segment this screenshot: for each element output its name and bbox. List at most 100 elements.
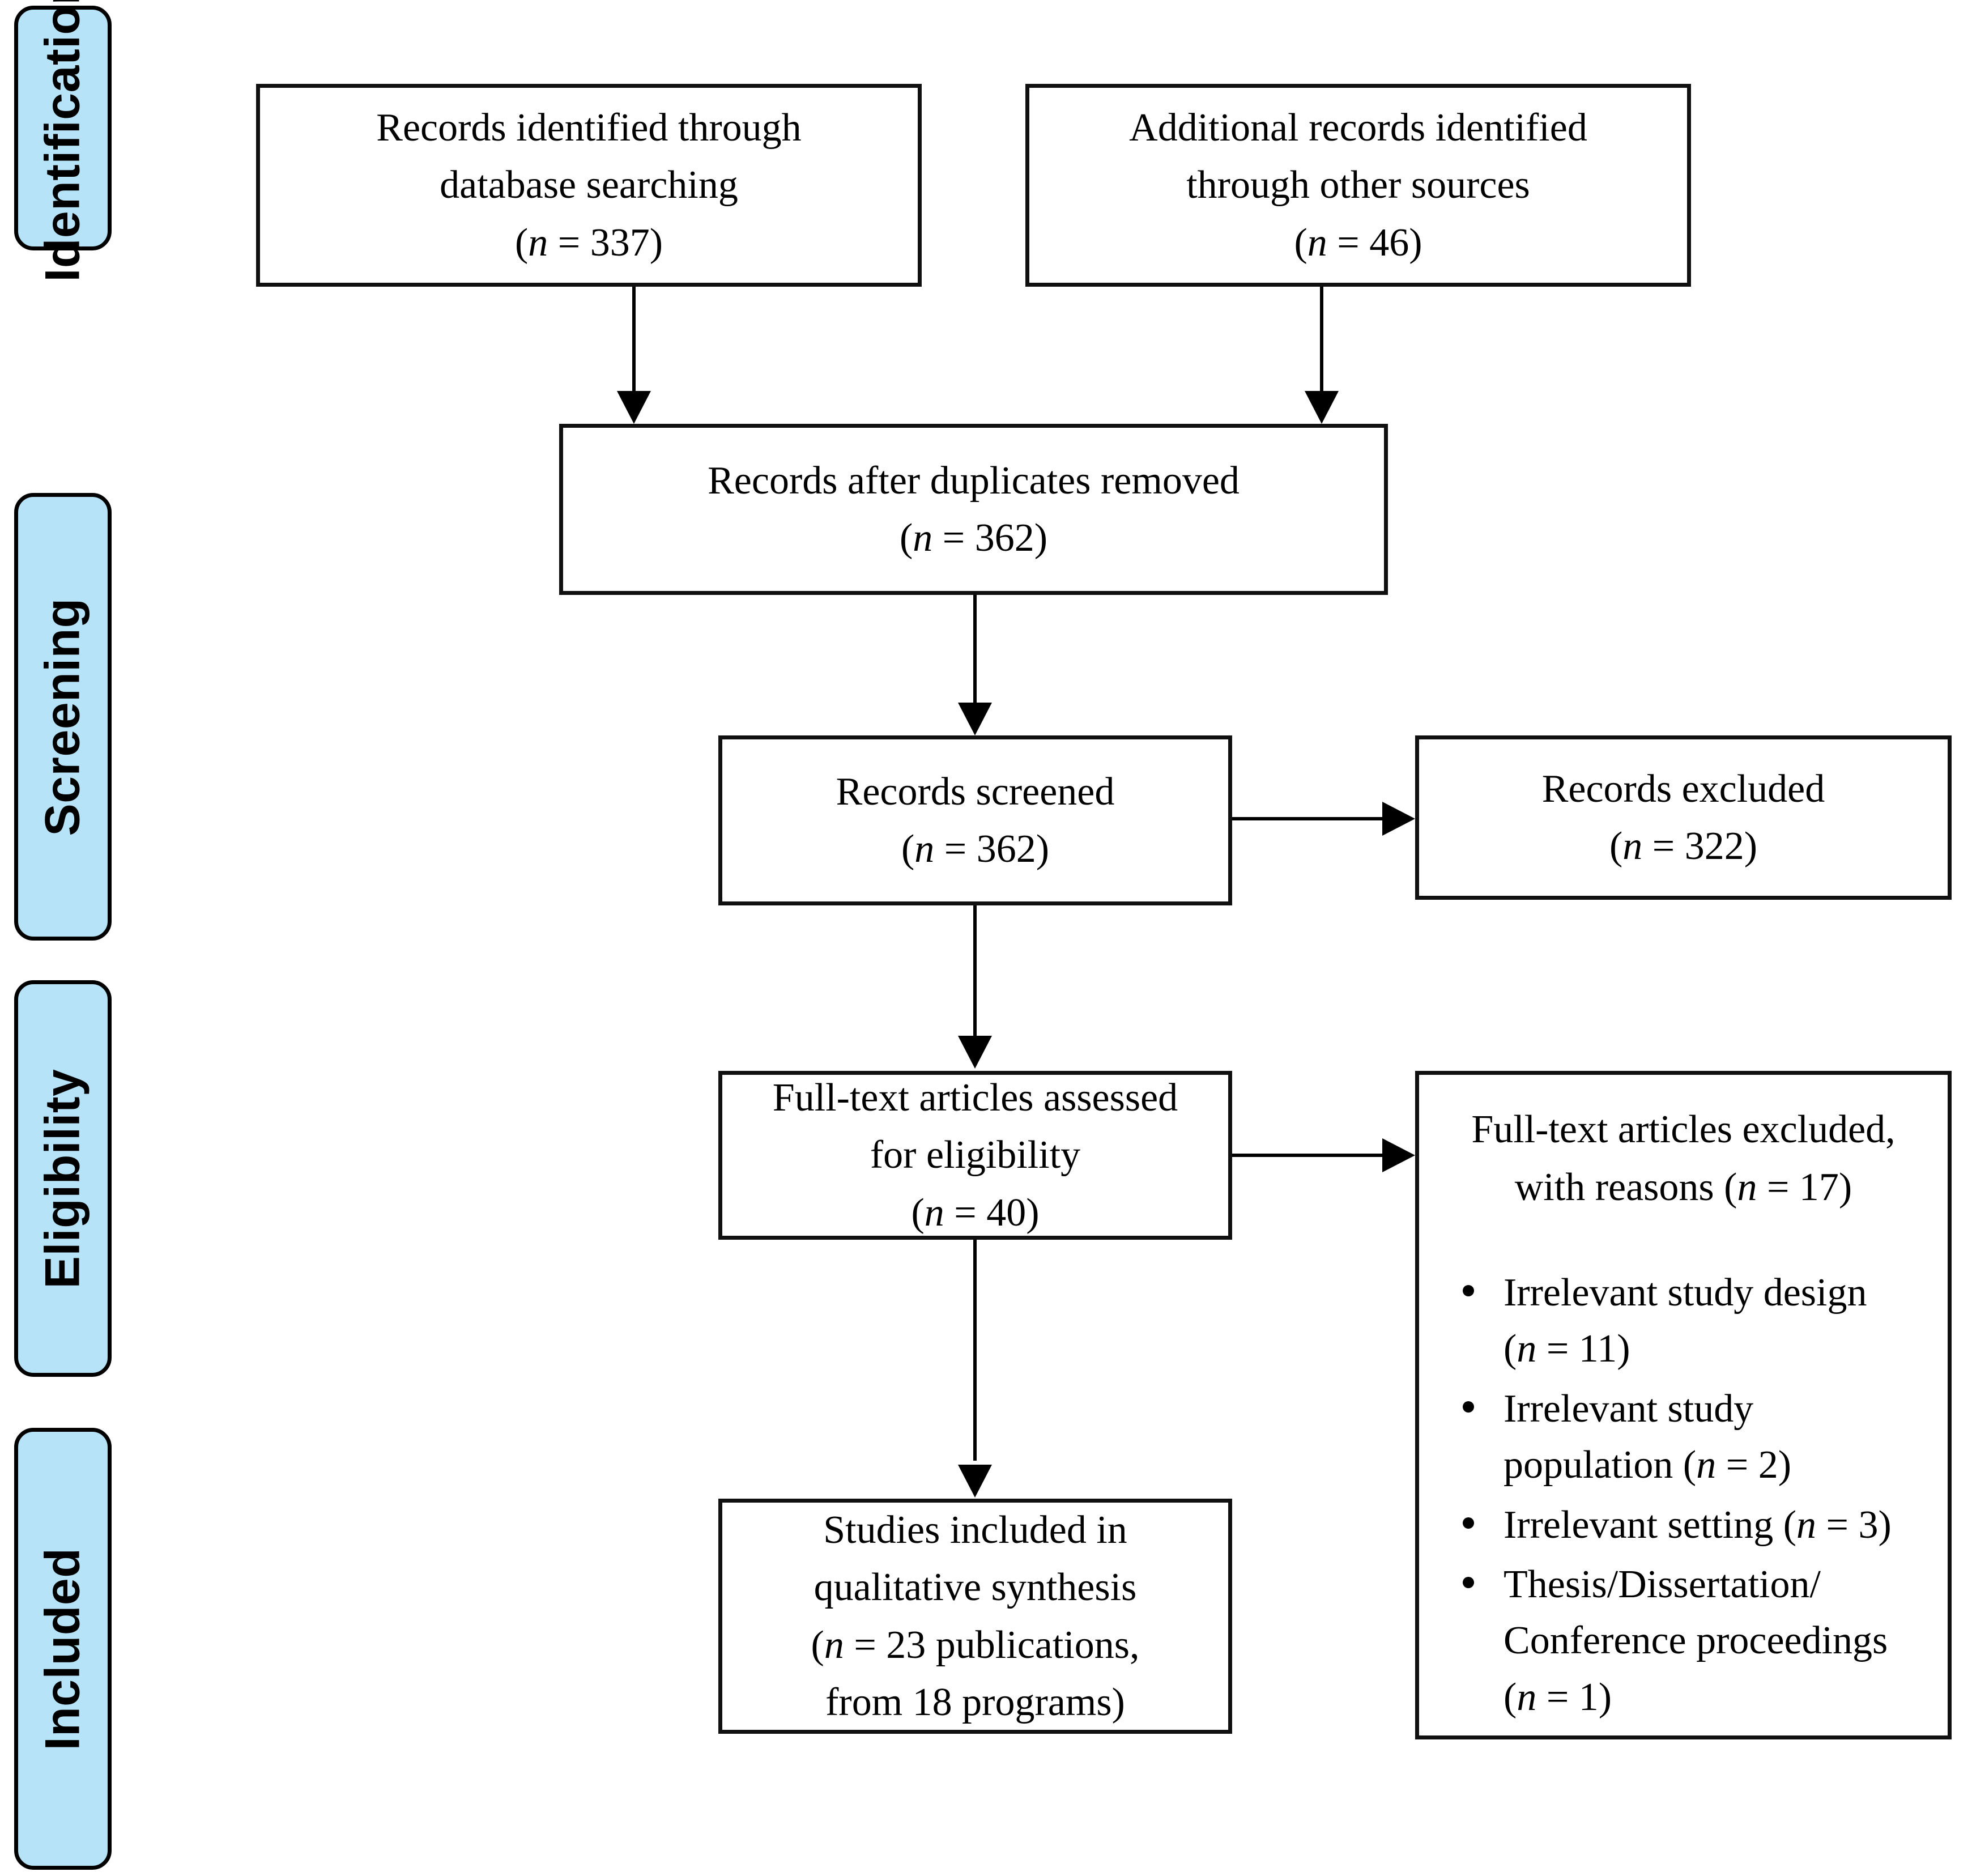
n-symbol: n bbox=[924, 1190, 944, 1235]
box-studies-included: Studies included in qualitative synthesi… bbox=[718, 1499, 1232, 1734]
connector-duplicates-to-screened bbox=[973, 595, 977, 704]
paren-open: ( bbox=[1609, 824, 1623, 868]
box-fulltext-assessed: Full-text articles assessed for eligibil… bbox=[718, 1071, 1232, 1240]
records-screened-line1: Records screened bbox=[836, 769, 1115, 814]
connector-fulltext-to-included bbox=[973, 1240, 977, 1461]
reason-text-b: population ( bbox=[1504, 1443, 1697, 1487]
duplicates-removed-count: (n = 362) bbox=[900, 509, 1047, 567]
n-value: = 362) bbox=[932, 516, 1048, 560]
n-value: = 40) bbox=[944, 1190, 1040, 1235]
box-additional-records-other-sources: Additional records identified through ot… bbox=[1025, 84, 1691, 287]
fulltext-excluded-head-line1: Full-text articles excluded, bbox=[1471, 1108, 1896, 1151]
arrowhead-screened-to-excluded bbox=[1382, 802, 1415, 836]
other-records-line2: through other sources bbox=[1186, 163, 1530, 207]
stage-label-included: Included bbox=[14, 1428, 112, 1870]
fulltext-assessed-line1: Full-text articles assessed bbox=[772, 1075, 1178, 1120]
paren-open: ( bbox=[514, 220, 529, 265]
stage-label-screening: Screening bbox=[14, 493, 112, 941]
paren-open: ( bbox=[899, 516, 913, 560]
box-records-screened: Records screened (n = 362) bbox=[718, 735, 1232, 905]
bullet-icon bbox=[1463, 1576, 1474, 1588]
n-symbol: n bbox=[1517, 1675, 1537, 1719]
other-records-line1: Additional records identified bbox=[1129, 105, 1587, 150]
arrowhead-screened-to-fulltext bbox=[958, 1036, 992, 1069]
stage-label-screening-text: Screening bbox=[35, 597, 90, 836]
duplicates-removed-line1: Records after duplicates removed bbox=[708, 458, 1240, 503]
stage-label-included-text: Included bbox=[35, 1547, 90, 1750]
database-records-line2: database searching bbox=[440, 163, 738, 207]
paren-open: ( bbox=[911, 1190, 925, 1235]
reason-text-a: Irrelevant setting ( bbox=[1504, 1503, 1797, 1547]
stage-label-eligibility: Eligibility bbox=[14, 980, 112, 1377]
reason-text-c: = 11) bbox=[1536, 1327, 1630, 1371]
n-symbol: n bbox=[1307, 220, 1327, 265]
fulltext-assessed-line2: for eligibility bbox=[870, 1133, 1081, 1177]
database-records-line1: Records identified through bbox=[376, 105, 802, 150]
n-symbol: n bbox=[1622, 824, 1643, 868]
paren-open: ( bbox=[811, 1623, 824, 1667]
box-records-excluded: Records excluded (n = 322) bbox=[1415, 735, 1952, 900]
head-text-a: with reasons ( bbox=[1514, 1165, 1737, 1209]
list-item: Thesis/Dissertation/ Conference proceedi… bbox=[1455, 1556, 1954, 1725]
studies-included-line4: from 18 programs) bbox=[825, 1681, 1125, 1724]
connector-other-to-duplicates bbox=[1320, 287, 1323, 393]
studies-included-line2: qualitative synthesis bbox=[813, 1566, 1137, 1609]
studies-included-line3: (n = 23 publications, bbox=[811, 1616, 1140, 1674]
bullet-icon bbox=[1463, 1517, 1474, 1529]
fulltext-assessed-count: (n = 40) bbox=[911, 1184, 1039, 1242]
arrowhead-fulltext-to-excluded bbox=[1382, 1138, 1415, 1172]
reason-text-a: Irrelevant study design bbox=[1504, 1271, 1867, 1315]
n-value: = 362) bbox=[934, 827, 1050, 871]
box-fulltext-excluded-with-reasons: Full-text articles excluded, with reason… bbox=[1415, 1071, 1952, 1739]
n-symbol: n bbox=[913, 516, 933, 560]
stage-label-identification-text: Identification bbox=[35, 0, 90, 282]
exclusion-reasons-list: Irrelevant study design (n = 11) Irrelev… bbox=[1413, 1265, 1954, 1729]
fulltext-excluded-heading: Full-text articles excluded, with reason… bbox=[1434, 1101, 1933, 1216]
arrowhead-fulltext-to-included bbox=[958, 1465, 992, 1498]
connector-fulltext-to-excluded bbox=[1232, 1154, 1384, 1157]
n-symbol: n bbox=[1517, 1327, 1537, 1371]
bullet-icon bbox=[1463, 1401, 1474, 1413]
list-item: Irrelevant study design (n = 11) bbox=[1455, 1265, 1954, 1377]
fulltext-excluded-head-line2: with reasons (n = 17) bbox=[1434, 1159, 1933, 1216]
reason-text-a: Thesis/Dissertation/ bbox=[1504, 1562, 1821, 1606]
head-text-b: = 17) bbox=[1757, 1165, 1852, 1209]
paren-open: ( bbox=[901, 827, 915, 871]
paren-open: ( bbox=[1294, 220, 1307, 265]
reason-text-b: Conference proceedings bbox=[1504, 1619, 1888, 1663]
n-symbol: n bbox=[914, 827, 935, 871]
connector-screened-to-excluded bbox=[1232, 817, 1384, 820]
reason-text-b: ( bbox=[1504, 1327, 1517, 1371]
bullet-icon bbox=[1463, 1285, 1474, 1296]
stage-label-identification: Identification bbox=[14, 0, 112, 282]
list-item: Irrelevant study population (n = 2) bbox=[1455, 1381, 1954, 1494]
n-symbol: n bbox=[1696, 1443, 1717, 1487]
connector-database-to-duplicates bbox=[632, 287, 636, 393]
box-records-after-duplicates-removed: Records after duplicates removed (n = 36… bbox=[559, 424, 1388, 595]
n-value: = 46) bbox=[1327, 220, 1422, 265]
database-records-count: (n = 337) bbox=[515, 214, 663, 272]
n-symbol: n bbox=[824, 1623, 844, 1667]
reason-text-c: = 3) bbox=[1816, 1503, 1892, 1547]
other-records-count: (n = 46) bbox=[1294, 214, 1422, 272]
stage-label-eligibility-text: Eligibility bbox=[35, 1069, 90, 1288]
reason-text-a: Irrelevant study bbox=[1504, 1386, 1754, 1431]
publications-value: = 23 publications, bbox=[844, 1623, 1140, 1667]
n-symbol: n bbox=[1796, 1503, 1817, 1547]
n-symbol: n bbox=[528, 220, 548, 265]
reason-text-c: = 2) bbox=[1716, 1443, 1792, 1487]
records-screened-count: (n = 362) bbox=[901, 820, 1049, 878]
records-excluded-count: (n = 322) bbox=[1609, 818, 1757, 875]
n-value: = 337) bbox=[548, 220, 663, 265]
arrowhead-database-to-duplicates bbox=[617, 391, 651, 424]
studies-included-line1: Studies included in bbox=[823, 1508, 1127, 1552]
n-symbol: n bbox=[1737, 1165, 1757, 1209]
paren-open: ( bbox=[1504, 1675, 1517, 1719]
reason-text-c: = 1) bbox=[1536, 1675, 1612, 1719]
records-excluded-line1: Records excluded bbox=[1541, 767, 1825, 811]
n-value: = 322) bbox=[1642, 824, 1758, 868]
list-item: Irrelevant setting (n = 3) bbox=[1455, 1497, 1954, 1553]
box-records-identified-database: Records identified through database sear… bbox=[256, 84, 922, 287]
connector-screened-to-fulltext bbox=[973, 905, 977, 1037]
arrowhead-other-to-duplicates bbox=[1305, 391, 1339, 424]
